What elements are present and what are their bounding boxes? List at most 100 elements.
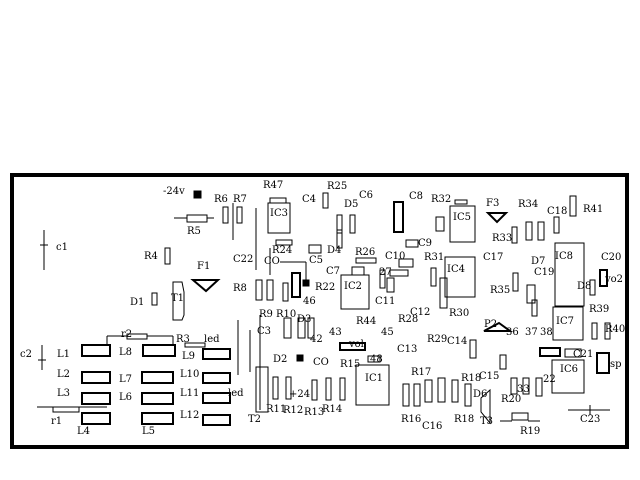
component-label-l5: L5 [142, 426, 156, 437]
component-label-r17: R17 [411, 367, 432, 378]
component-label-27: 27 [379, 267, 392, 278]
component-label-r22: R22 [315, 282, 336, 293]
led-headers [81, 201, 610, 426]
component-label-r2: r2 [121, 329, 133, 340]
component-label-p2: P2 [484, 319, 498, 330]
component-label-d5: D5 [344, 199, 359, 210]
component-label-d6: D6 [473, 389, 488, 400]
component-label-c18: C18 [547, 206, 568, 217]
component-label-33: 33 [517, 384, 530, 395]
component-label-vo2: vo2 [605, 274, 624, 285]
component-label-co: CO [313, 357, 329, 368]
component-label-l2: L2 [57, 369, 71, 380]
component-label-vol: vol [349, 339, 364, 350]
component-label-r8: R8 [233, 283, 247, 294]
component-label-r31: R31 [424, 252, 445, 263]
component-label-l7: L7 [119, 374, 133, 385]
component-label-c1: c1 [56, 242, 68, 253]
component-label-c3: C3 [257, 326, 272, 337]
component-label-r39: R39 [589, 304, 610, 315]
board-outline [10, 173, 629, 449]
component-label-d2: D2 [273, 354, 288, 365]
component-label-l6: L6 [119, 392, 133, 403]
component-label-r12: R12 [283, 405, 304, 416]
component-label-t1: T1 [171, 293, 185, 304]
component-label-l3: L3 [57, 388, 71, 399]
component-label-48: 48 [370, 354, 383, 365]
component-label-c14: C14 [447, 336, 468, 347]
component-label-24v: -24v [163, 186, 185, 197]
component-label-led: led [204, 334, 220, 345]
component-label-38: 38 [540, 327, 553, 338]
component-label-l11: L11 [180, 388, 200, 399]
component-label-c6: C6 [359, 190, 374, 201]
component-label-45: 45 [381, 327, 394, 338]
component-label-ic3: IC3 [270, 208, 288, 219]
wires [37, 203, 610, 422]
ic-packages [255, 202, 585, 413]
component-label-co: CO [264, 256, 280, 267]
component-label-f3: F3 [486, 198, 500, 209]
transistor-t3 [480, 388, 491, 425]
component-label-46: 46 [303, 296, 316, 307]
component-label-ic1: IC1 [365, 373, 383, 384]
component-label-r47: R47 [263, 180, 284, 191]
component-label-r19: R19 [520, 426, 541, 437]
component-label-r40: R40 [605, 324, 626, 335]
component-label-d3: D3 [297, 314, 312, 325]
component-label-c4: C4 [302, 194, 317, 205]
component-label-r4: R4 [144, 251, 158, 262]
component-label-c20: C20 [601, 252, 622, 263]
component-label-sp: sp [610, 359, 622, 370]
component-label-r20: R20 [501, 394, 522, 405]
component-label-d1: D1 [130, 297, 145, 308]
component-label-r11: R11 [266, 404, 287, 415]
pad-24v [193, 190, 202, 199]
component-label-c23: C23 [580, 414, 601, 425]
component-label-r3: R3 [176, 334, 190, 345]
component-label-r25: R25 [327, 181, 348, 192]
component-label-r13: R13 [304, 407, 325, 418]
component-label-24: +24 [289, 389, 311, 400]
component-label-c22: C22 [233, 254, 254, 265]
component-label-r18: R18 [454, 414, 475, 425]
component-label-d4: D4 [327, 245, 342, 256]
component-label-r24: R24 [272, 245, 293, 256]
component-label-c5: C5 [309, 255, 324, 266]
component-label-ic8: IC8 [555, 251, 573, 262]
component-label-c12: C12 [410, 307, 431, 318]
transistor-t1 [172, 281, 185, 321]
component-label-22: 22 [543, 374, 556, 385]
pad [302, 279, 310, 287]
component-label-l1: L1 [57, 349, 71, 360]
component-label-r29: R29 [427, 334, 448, 345]
component-label-led: led [228, 388, 244, 399]
component-label-r1: r1 [51, 416, 63, 427]
component-label-r10: R10 [276, 309, 297, 320]
component-label-r35: R35 [490, 285, 511, 296]
component-label-c11: C11 [375, 296, 396, 307]
component-label-l10: L10 [180, 369, 200, 380]
component-label-c21: C21 [573, 349, 594, 360]
component-label-r32: R32 [431, 194, 452, 205]
component-label-d8: D8 [577, 281, 592, 292]
component-label-r41: R41 [583, 204, 604, 215]
component-label-r14: R14 [322, 404, 343, 415]
pad [296, 354, 304, 362]
component-label-ic6: IC6 [560, 364, 578, 375]
component-label-d7: D7 [531, 256, 546, 267]
component-label-t3: T3 [480, 416, 494, 427]
component-label-42: 42 [310, 334, 323, 345]
component-label-l12: L12 [180, 410, 200, 421]
resistors [151, 192, 611, 407]
component-label-c15: C15 [479, 371, 500, 382]
component-label-37: 37 [525, 327, 538, 338]
component-label-c17: C17 [483, 252, 504, 263]
component-label-t2: T2 [248, 414, 262, 425]
component-label-43: 43 [329, 327, 342, 338]
component-label-c7: C7 [326, 266, 341, 277]
component-label-c8: C8 [409, 191, 424, 202]
component-label-ic5: IC5 [453, 212, 471, 223]
component-label-ic4: IC4 [447, 264, 465, 275]
